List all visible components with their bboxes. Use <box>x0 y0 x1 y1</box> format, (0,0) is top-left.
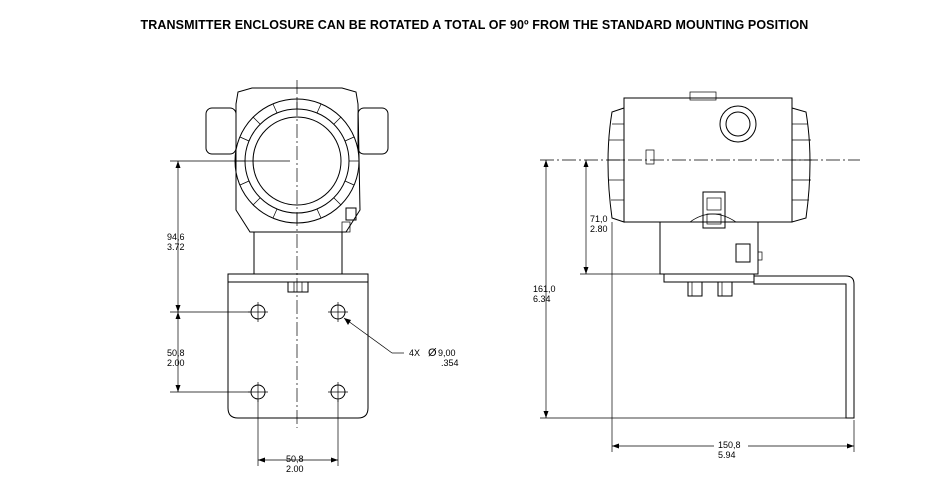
side-left-cover <box>607 107 625 223</box>
bracket-holes <box>248 302 348 402</box>
side-ground-lug <box>645 149 655 165</box>
dim-hole-horizontal-mm: 50,8 <box>286 454 304 464</box>
dim-height-mm: 94,6 <box>167 232 185 242</box>
side-neck <box>659 222 759 275</box>
side-bracket <box>753 275 855 419</box>
mounting-bracket-plate <box>227 281 369 419</box>
hole-diameter-mm: 9,00 <box>438 348 456 358</box>
dim-width-mm: 150,8 <box>718 440 741 450</box>
dim-height-in: 3.72 <box>167 242 185 252</box>
right-conduit-boss <box>357 107 389 155</box>
side-right-cover <box>791 107 811 223</box>
hole-leader <box>343 317 393 354</box>
enclosure-body <box>235 87 361 233</box>
flange <box>227 273 369 283</box>
dim-width-in: 5.94 <box>718 450 736 460</box>
dim-hole-vertical-mm: 50,8 <box>167 348 185 358</box>
side-nameplate <box>735 243 751 263</box>
side-view: 71,0 2.80 161,0 6.34 150,8 5.94 <box>533 91 860 460</box>
side-fitting-right <box>717 281 733 297</box>
side-top-boss <box>689 91 717 101</box>
side-terminal-block <box>702 191 726 229</box>
conduit-opening-inner <box>725 111 751 137</box>
dim-upper-mm: 71,0 <box>590 214 608 224</box>
transmitter-neck <box>253 231 343 275</box>
conduit-opening-outer <box>719 105 757 143</box>
cover-lock-tab <box>341 221 351 233</box>
cover-ribs <box>235 99 359 223</box>
dim-upper-in: 2.80 <box>590 224 608 234</box>
dim-hole-vertical-in: 2.00 <box>167 358 185 368</box>
drain-nut <box>287 281 309 293</box>
hole-diameter-in: .354 <box>441 358 459 368</box>
side-fitting-left <box>687 281 703 297</box>
hole-diameter-symbol: Ø <box>428 347 437 359</box>
left-conduit-boss <box>205 107 237 155</box>
drawing-title: TRANSMITTER ENCLOSURE CAN BE ROTATED A T… <box>140 18 809 32</box>
side-flange <box>663 273 755 283</box>
cover-lock-screw <box>345 207 357 221</box>
dim-total-height-in: 6.34 <box>533 294 551 304</box>
dim-hole-horizontal-in: 2.00 <box>286 464 304 474</box>
dim-total-height-mm: 161,0 <box>533 284 556 294</box>
front-view: 94,6 3.72 50,8 2.00 50,8 2.00 4X Ø 9,00 … <box>167 80 459 474</box>
holes-callout: 4X <box>409 348 420 358</box>
